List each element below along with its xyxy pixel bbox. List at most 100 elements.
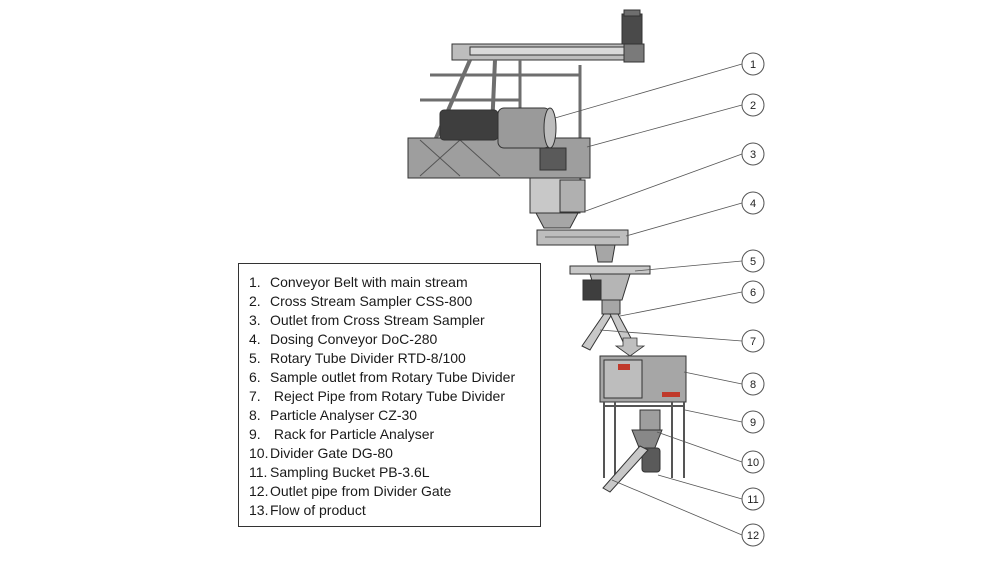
- callout-line-4: [625, 202, 743, 237]
- legend-number: 10.: [249, 445, 269, 461]
- callout-label-1: 1: [750, 59, 756, 71]
- dosing-conveyor: [536, 229, 629, 263]
- callout-1: 1: [741, 52, 765, 76]
- sampler-top-rail-inner: [469, 46, 626, 56]
- legend-text: Rack for Particle Analyser: [270, 426, 435, 442]
- callout-line-7: [599, 329, 743, 342]
- divider-outlet-pipe: [602, 445, 649, 493]
- callout-line-5: [634, 260, 743, 272]
- callout-line-1: [554, 63, 743, 119]
- rotary-tube-divider: [569, 265, 651, 351]
- legend-item: 9. Rack for Particle Analyser: [249, 425, 540, 444]
- analyser-label: [662, 392, 680, 397]
- legend-item: 5. Rotary Tube Divider RTD-8/100: [249, 349, 540, 368]
- sampler-drum-end: [543, 107, 557, 149]
- divider-gate: [639, 409, 661, 431]
- legend-item: 4. Dosing Conveyor DoC-280: [249, 330, 540, 349]
- sampler-drum: [497, 107, 551, 149]
- callout-label-5: 5: [750, 256, 756, 268]
- sampler-gearbox: [539, 147, 567, 171]
- legend-text: Particle Analyser CZ-30: [270, 407, 418, 423]
- callout-11: 11: [741, 487, 765, 511]
- conveyor-assembly: [407, 9, 645, 229]
- callout-4: 4: [741, 191, 765, 215]
- flow-arrow: [614, 337, 646, 357]
- legend-text: Cross Stream Sampler CSS-800: [270, 293, 473, 309]
- sampling-bucket: [641, 447, 661, 473]
- sampler-motor: [439, 109, 499, 141]
- callout-line-3: [582, 153, 743, 213]
- legend-number: 13.: [249, 502, 269, 518]
- legend-number: 8.: [249, 407, 261, 423]
- callout-5: 5: [741, 249, 765, 273]
- divider-gate-funnel: [631, 429, 663, 451]
- legend-number: 5.: [249, 350, 261, 366]
- callout-lines: [554, 63, 743, 536]
- top-motor: [621, 13, 643, 45]
- callout-3: 3: [741, 142, 765, 166]
- legend-item: 12.Outlet pipe from Divider Gate: [249, 482, 540, 501]
- legend-text: Outlet pipe from Divider Gate: [270, 483, 452, 499]
- legend-text: Dosing Conveyor DoC-280: [270, 331, 438, 347]
- legend-box: 1. Conveyor Belt with main stream 2. Cross…: [238, 263, 541, 527]
- legend-item: 1. Conveyor Belt with main stream: [249, 273, 540, 292]
- legend-item: 13.Flow of product: [249, 501, 540, 520]
- legend-text: Reject Pipe from Rotary Tube Divider: [270, 388, 505, 404]
- legend-number: 1.: [249, 274, 261, 290]
- callout-10: 10: [741, 450, 765, 474]
- rtd-motor: [582, 279, 602, 301]
- legend-number: 2.: [249, 293, 261, 309]
- legend-number: 6.: [249, 369, 261, 385]
- legend-text: Sampling Bucket PB-3.6L: [270, 464, 430, 480]
- rtd-flange: [569, 265, 651, 275]
- callout-line-2: [586, 104, 743, 148]
- top-gearbox: [623, 43, 645, 63]
- callout-label-3: 3: [750, 149, 756, 161]
- callout-label-11: 11: [747, 494, 758, 506]
- callout-label-2: 2: [750, 100, 756, 112]
- legend-item: 11.Sampling Bucket PB-3.6L: [249, 463, 540, 482]
- reject-pipe: [581, 313, 613, 351]
- legend-number: 4.: [249, 331, 261, 347]
- callout-12: 12: [741, 523, 765, 547]
- callout-label-12: 12: [747, 530, 759, 542]
- rtd-bottom: [601, 299, 621, 315]
- legend-item: 3.Outlet from Cross Stream Sampler: [249, 311, 540, 330]
- callout-7: 7: [741, 329, 765, 353]
- conveyor-truss: [419, 139, 461, 177]
- callout-6: 6: [741, 280, 765, 304]
- legend-text: Divider Gate DG-80: [270, 445, 393, 461]
- legend-number: 9.: [249, 426, 261, 442]
- callout-line-6: [619, 291, 743, 317]
- callout-line-8: [683, 371, 743, 385]
- legend-item: 2. Cross Stream Sampler CSS-800: [249, 292, 540, 311]
- legend-item: 6. Sample outlet from Rotary Tube Divider: [249, 368, 540, 387]
- top-motor-cap: [623, 9, 641, 17]
- callout-label-9: 9: [750, 417, 756, 429]
- legend-text: Rotary Tube Divider RTD-8/100: [270, 350, 466, 366]
- legend-text: Sample outlet from Rotary Tube Divider: [270, 369, 516, 385]
- callout-9: 9: [741, 410, 765, 434]
- callout-line-12: [611, 479, 743, 536]
- callout-label-10: 10: [747, 457, 759, 469]
- legend-item: 10.Divider Gate DG-80: [249, 444, 540, 463]
- callout-label-6: 6: [750, 287, 756, 299]
- outlet-cone: [535, 212, 579, 229]
- legend-item: 8. Particle Analyser CZ-30: [249, 406, 540, 425]
- callout-line-9: [684, 409, 743, 423]
- callout-label-8: 8: [750, 379, 756, 391]
- legend-item: 7. Reject Pipe from Rotary Tube Divider: [249, 387, 540, 406]
- callout-markers: 1 2 3 4 5 6 7 8 9 10 11 12: [741, 52, 765, 547]
- callout-label-4: 4: [750, 198, 756, 210]
- legend-text: Conveyor Belt with main stream: [270, 274, 468, 290]
- legend-text: Flow of product: [270, 502, 366, 518]
- callout-label-7: 7: [750, 336, 756, 348]
- conveyor-truss: [459, 139, 501, 177]
- analyser-logo: [618, 364, 630, 370]
- callout-line-10: [656, 431, 743, 463]
- dosing-outlet: [594, 244, 616, 263]
- legend-number: 12.: [249, 483, 269, 499]
- legend-number: 7.: [249, 388, 261, 404]
- callout-2: 2: [741, 93, 765, 117]
- legend-number: 3.: [249, 312, 261, 328]
